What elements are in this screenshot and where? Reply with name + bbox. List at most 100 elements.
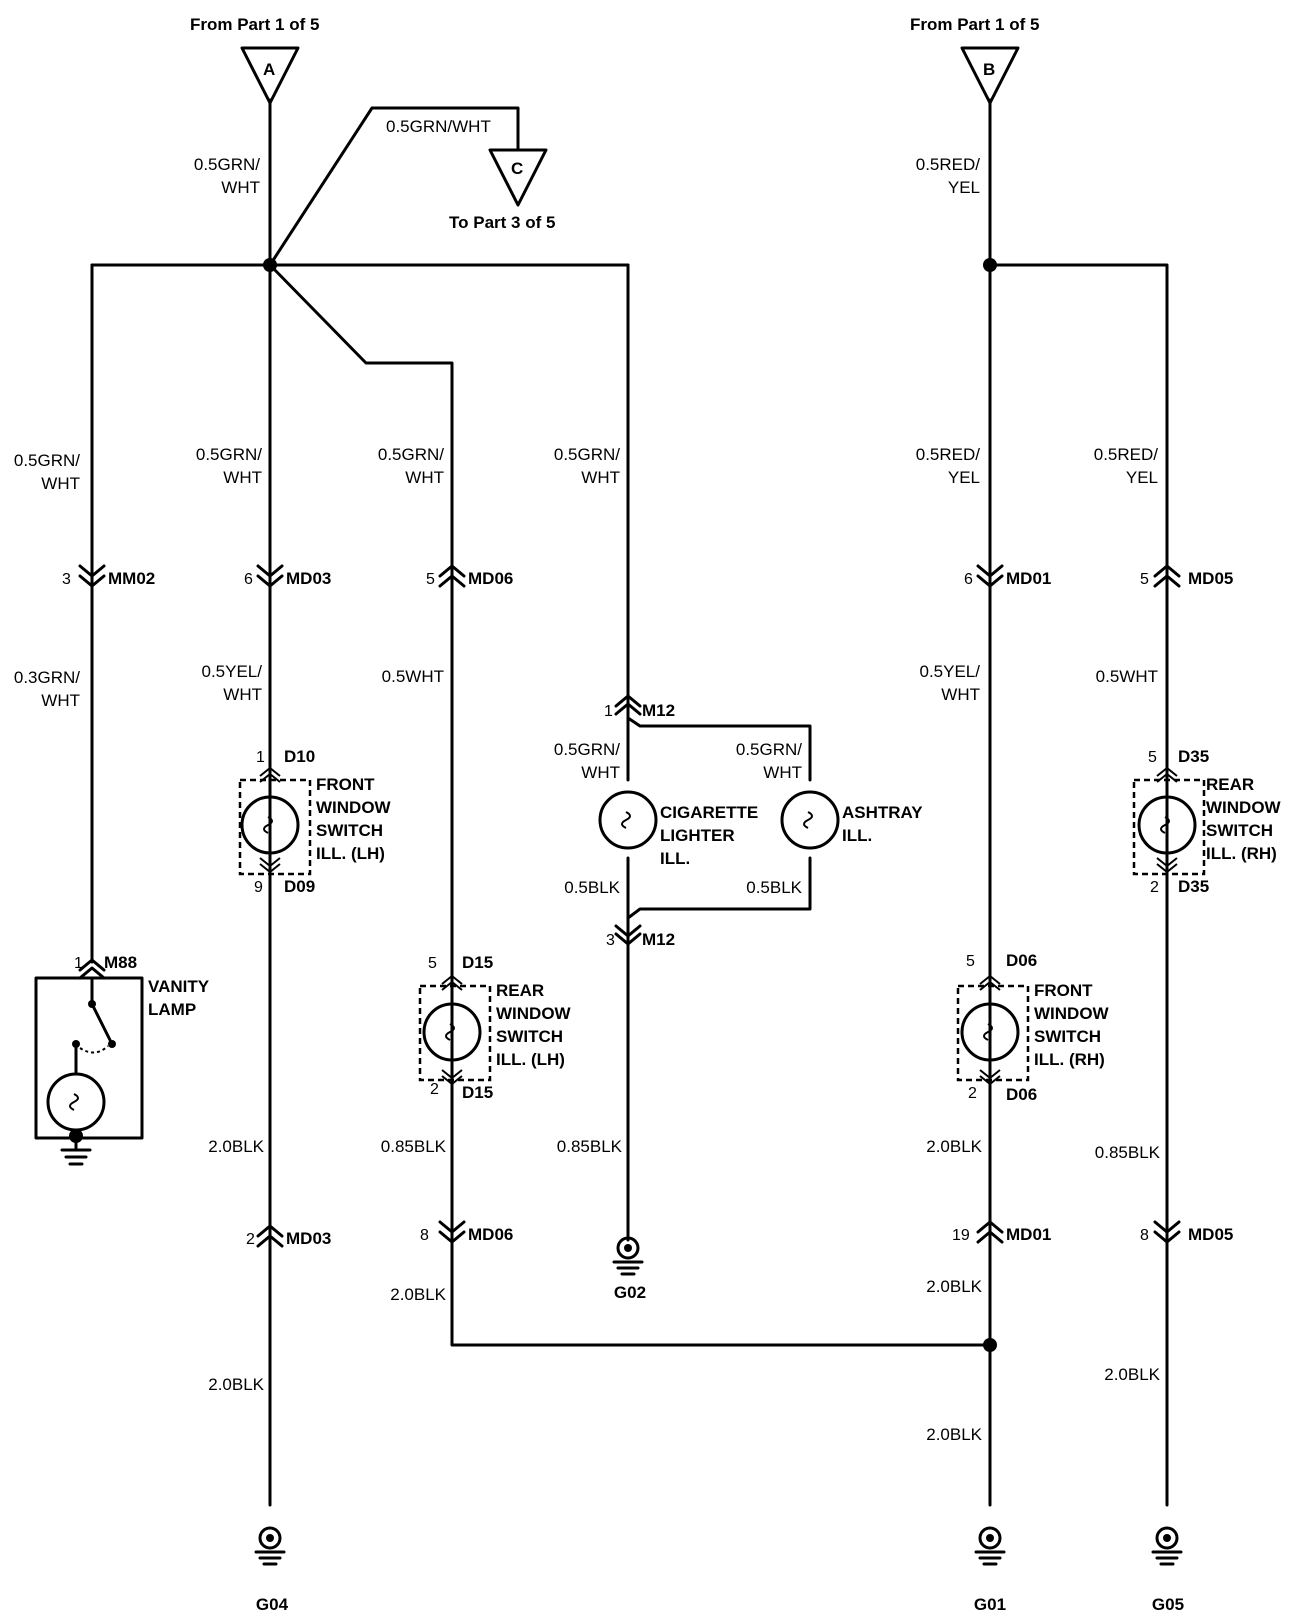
connector-md05-bottom-name: MD05 [1188, 1225, 1233, 1244]
ground-g01-label: G01 [974, 1595, 1006, 1614]
ref-a-triangle [240, 46, 300, 105]
connector-d10: 1 D10 [256, 747, 315, 783]
connector-d35-top: 5 D35 [1148, 747, 1209, 783]
wire-label-a-main: 0.5GRN/WHT [194, 155, 260, 197]
connector-mm02: 3 MM02 [62, 564, 155, 588]
front-window-switch-rh-bulb-icon [960, 1002, 1020, 1062]
connector-md05-top-pin: 5 [1140, 571, 1149, 588]
ground-g02-symbol [612, 1260, 644, 1276]
splice-a [263, 258, 277, 272]
connector-d15-top-symbol [441, 974, 463, 991]
wire-label-flh-up: 0.5GRN/WHT [196, 445, 262, 487]
ref-c: 0.5GRN/WHT C To Part 3 of 5 [386, 117, 555, 232]
ground-g02: G02 [612, 1236, 646, 1302]
connector-d09-pin: 9 [254, 879, 263, 896]
rear-window-switch-lh-filament [445, 1023, 455, 1041]
ground-g05-icon [1155, 1526, 1179, 1550]
connector-md06-bottom: 8 MD06 [420, 1220, 513, 1244]
connector-d10-pin: 1 [256, 749, 265, 766]
connector-d06-bottom-pin: 2 [968, 1085, 977, 1102]
ground-g04-label: G04 [256, 1595, 289, 1614]
wire-label-flh-gnd1: 2.0BLK [208, 1137, 264, 1156]
connector-d06-top-name: D06 [1006, 951, 1037, 970]
wire-label-frh-up: 0.5RED/YEL [916, 445, 981, 487]
ashtray-bulb-icon [780, 790, 840, 850]
connector-md06-top-pin: 5 [426, 571, 435, 588]
connectors: 3 MM02 6 MD03 5 MD06 1 M12 6 MD01 5 MD05 [62, 564, 1233, 1248]
rear-window-switch-lh-bulb-icon [422, 1002, 482, 1062]
connector-m12-top: 1 M12 [604, 694, 675, 720]
ref-b-triangle [960, 46, 1020, 105]
connector-d09-symbol [259, 857, 281, 874]
ref-c-wire-label: 0.5GRN/WHT [386, 117, 491, 136]
connector-d15-top: 5 D15 [428, 953, 493, 991]
connector-md01-top: 6 MD01 [964, 564, 1051, 588]
ground-g02-label: G02 [614, 1283, 646, 1302]
wire-label-rlh-up: 0.5GRN/WHT [378, 445, 444, 487]
vanity-switch-link [79, 1045, 109, 1054]
connector-md05-top-name: MD05 [1188, 569, 1233, 588]
connector-d15-top-name: D15 [462, 953, 493, 972]
connector-d35-bottom-name: D35 [1178, 877, 1209, 896]
ref-b-letter: B [983, 60, 995, 79]
connector-md01-top-name: MD01 [1006, 569, 1051, 588]
connector-md05-top: 5 MD05 [1140, 564, 1233, 588]
connector-m88: 1 M88 [74, 953, 137, 980]
front-window-switch-lh-box [238, 778, 312, 876]
vanity-switch-blade [90, 1002, 112, 1042]
connector-d15-bottom: 2 D15 [430, 1069, 493, 1102]
connector-md03-bottom: 2 MD03 [246, 1224, 331, 1248]
connector-d35-top-pin: 5 [1148, 749, 1157, 766]
connector-mm02-symbol [78, 564, 106, 588]
connector-md06-top-symbol [438, 564, 466, 588]
wire-b-bus [988, 263, 1169, 1507]
connector-md03-bottom-name: MD03 [286, 1229, 331, 1248]
wire-label-rrh-gnd1: 0.85BLK [1095, 1143, 1161, 1162]
ground-g05-label: G05 [1152, 1595, 1184, 1614]
connector-d10-name: D10 [284, 747, 315, 766]
connector-m88-symbol [78, 958, 106, 980]
connector-md06-bottom-pin: 8 [420, 1227, 429, 1244]
wire-label-rlh-gnd1: 0.85BLK [381, 1137, 447, 1156]
connector-d15-bottom-symbol [441, 1069, 463, 1086]
ground-g04-center [266, 1534, 274, 1542]
ground-g01-symbol [974, 1550, 1006, 1566]
ref-b-caption: From Part 1 of 5 [910, 15, 1039, 34]
rear-window-switch-rh-box [1132, 778, 1206, 876]
wires [34, 98, 1169, 1507]
wire-label-rlh-low: 0.5WHT [382, 667, 444, 686]
connector-d35-bottom-symbol [1156, 857, 1178, 874]
ground-g05-center [1163, 1534, 1171, 1542]
connector-m12-top-symbol [614, 694, 642, 716]
splice-ground [983, 1338, 997, 1352]
connector-md06-top-name: MD06 [468, 569, 513, 588]
ground-g05: G05 [1151, 1526, 1184, 1614]
wire-label-ash-out: 0.5BLK [746, 878, 802, 897]
connector-md05-top-symbol [1153, 564, 1181, 588]
connector-d35-bottom: 2 D35 [1150, 857, 1209, 896]
connector-m12-top-name: M12 [642, 701, 675, 720]
connector-m12-bottom-name: M12 [642, 930, 675, 949]
connector-d06-bottom-symbol [979, 1069, 1001, 1086]
wire-label-frh-low: 0.5YEL/WHT [920, 662, 981, 704]
connector-md03-top-symbol [256, 564, 284, 588]
ground-g02-center [624, 1244, 632, 1252]
connector-md05-bottom-symbol [1153, 1220, 1181, 1244]
ref-c-letter: C [511, 159, 523, 178]
wire-label-frh-gnd2: 2.0BLK [926, 1277, 982, 1296]
ground-g01-icon [978, 1526, 1002, 1550]
ground-g05-symbol [1151, 1550, 1183, 1566]
connector-d06-bottom: 2 D06 [968, 1069, 1037, 1104]
rear-window-switch-rh-bulb-icon [1137, 795, 1197, 855]
connector-md03-bottom-pin: 2 [246, 1231, 255, 1248]
connector-d35-bottom-pin: 2 [1150, 879, 1159, 896]
front-window-switch-lh-bulb-icon [240, 795, 300, 855]
